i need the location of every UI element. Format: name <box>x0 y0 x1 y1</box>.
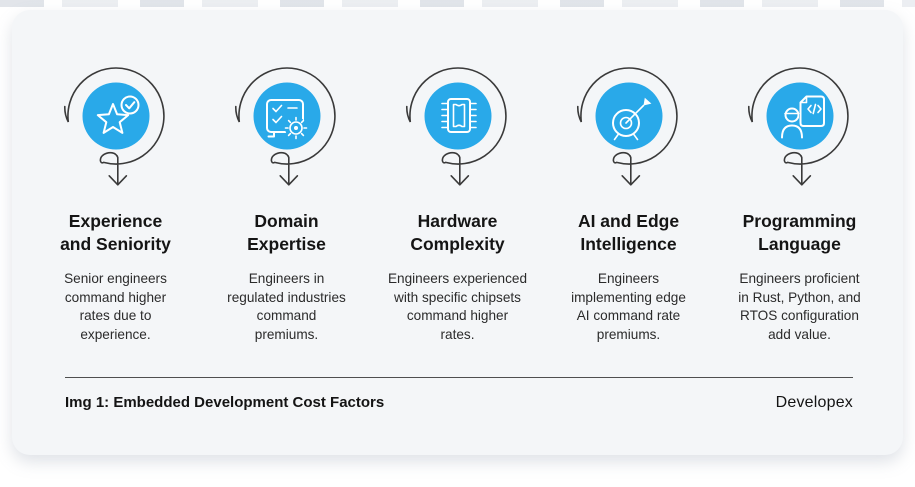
factor-title: Hardware Complexity <box>410 211 505 254</box>
factor-description: Engineers proficient in Rust, Python, an… <box>738 271 861 342</box>
cropped-content-above <box>0 0 915 7</box>
factor-description: Engineers experienced with specific chip… <box>387 271 528 342</box>
factor-title: AI and Edge Intelligence <box>577 211 680 254</box>
image-caption: Img 1: Embedded Development Cost Factors <box>65 394 385 412</box>
footer: Img 1: Embedded Development Cost Factors… <box>65 394 853 412</box>
chip-icon <box>405 67 507 186</box>
factor-column: Domain Expertise Engineers in regulated … <box>201 54 372 344</box>
infographic-card: Experience and Seniority Senior engineer… <box>12 10 903 455</box>
factor-description: Engineers in regulated industries comman… <box>227 271 346 342</box>
factor-column: Hardware Complexity Engineers experience… <box>372 54 543 344</box>
factor-description: Senior engineers command higher rates du… <box>64 271 167 342</box>
factor-column: Experience and Seniority Senior engineer… <box>30 54 201 344</box>
star-badge-icon <box>63 67 165 186</box>
factor-title: Programming Language <box>742 211 857 254</box>
checklist-gear-icon <box>234 67 336 186</box>
factor-column: Programming Language Engineers proficien… <box>714 54 885 344</box>
factor-description: Engineers implementing edge AI command r… <box>571 271 686 342</box>
factors-row: Experience and Seniority Senior engineer… <box>12 10 903 344</box>
target-dart-icon <box>576 67 678 186</box>
factor-title: Experience and Seniority <box>60 211 171 254</box>
brand-name: Developex <box>775 394 853 412</box>
footer-divider <box>65 377 853 379</box>
factor-title: Domain Expertise <box>247 211 326 254</box>
engineer-code-icon <box>747 67 849 186</box>
factor-column: AI and Edge Intelligence Engineers imple… <box>543 54 714 344</box>
